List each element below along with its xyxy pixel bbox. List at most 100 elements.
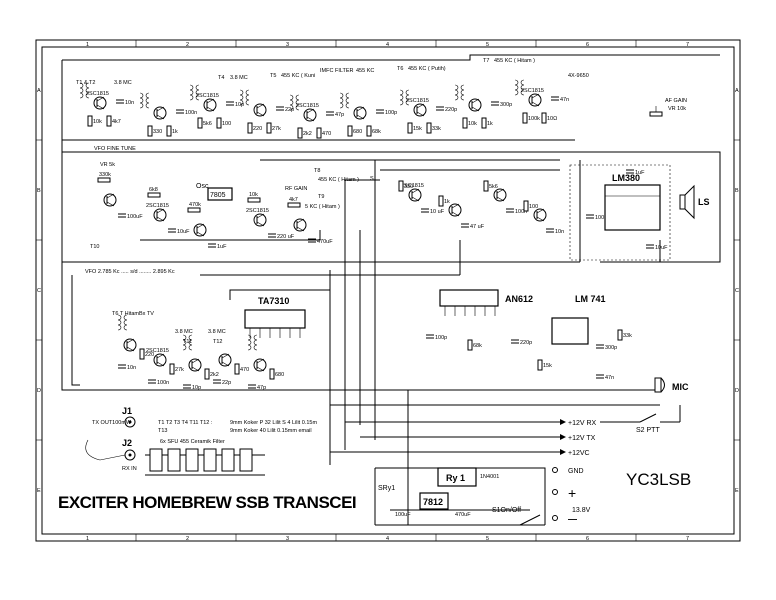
row-letter: C — [37, 288, 41, 294]
resistor — [216, 117, 222, 129]
resistor-label: 680 — [275, 372, 284, 378]
coil — [454, 84, 465, 101]
lm380-ic: LM380 — [569, 164, 671, 261]
resistor-label: 330 — [404, 184, 413, 190]
resistor-label: 330k — [99, 172, 111, 178]
callsign: YC3LSB — [626, 470, 691, 489]
mic-label: MIC — [672, 382, 689, 392]
resistor — [169, 363, 175, 375]
col-num: 5 — [486, 42, 489, 48]
resistor — [617, 329, 623, 341]
resistor-label: 4k7 — [289, 197, 298, 203]
capacitor-label: 300p — [605, 345, 617, 351]
transistor-icon — [153, 353, 167, 367]
imfc-kc-label: 455 KC — [356, 68, 374, 74]
kc455-label: 455 KC ( Putih) — [408, 66, 446, 72]
coil — [339, 92, 350, 109]
t12-label: T12 — [213, 339, 222, 345]
capacitor-label: 300p — [500, 102, 512, 108]
mc-label: 3.8 MC — [175, 329, 193, 335]
bfo-label: 5 KC ( Hitam ) — [305, 204, 340, 210]
lm741-label: LM 741 — [575, 294, 606, 304]
transistor-icon — [528, 93, 542, 107]
onoff-label: S1On/Off — [492, 507, 521, 514]
vfo-range-label: VFO 2.785 Kc ..... s/d ........ 2.895 Kc — [85, 269, 175, 275]
resistor-label: 15k — [413, 126, 422, 132]
supply-buses: +12V RX +12V TX +12VC S2 PTT — [560, 405, 681, 457]
reg-7812-label: 7812 — [423, 497, 443, 507]
resistor-label: 100k — [528, 116, 540, 122]
vfo-fine-label: VFO FINE TUNE — [94, 146, 136, 152]
speaker-label: LS — [698, 197, 710, 207]
resistor — [204, 368, 210, 380]
resistor — [287, 202, 301, 208]
af-gain-label: AF GAIN — [665, 98, 687, 104]
transistor-icon — [493, 188, 507, 202]
j1-label: J1 — [122, 406, 132, 416]
capacitor-label: 100n — [157, 380, 169, 386]
mc-label: 3.8 MC — [230, 75, 248, 81]
resistor — [266, 122, 272, 134]
volt-label: 13.8V — [572, 507, 591, 514]
af-vr-label: VR 10k — [668, 106, 686, 112]
resistor — [316, 127, 322, 139]
capacitor-label: 100n — [185, 110, 197, 116]
sry1-label: SRy1 — [378, 485, 395, 492]
capacitor-label: 47p — [335, 112, 344, 118]
resistor-label: 68k — [372, 129, 381, 135]
coil — [182, 334, 193, 351]
transistor-icon — [103, 193, 117, 207]
capacitor-label: 22p — [222, 380, 231, 386]
c100u-label: 100uF — [395, 512, 411, 518]
transistor-icon — [303, 108, 317, 122]
diode-ry-label: 1N4001 — [480, 474, 499, 480]
capacitor-label: 10n — [555, 229, 564, 235]
transistor-icon — [253, 103, 267, 117]
resistor-label: 1k — [172, 129, 178, 135]
col-num: 2 — [186, 42, 189, 48]
resistor — [106, 115, 112, 127]
connector-j1: J1 TX OUT100mW — [92, 406, 136, 428]
regulator-7805: 7805 — [207, 187, 233, 201]
capacitor-label: 220p — [520, 340, 532, 346]
transistor-label: 2SC1815 — [246, 208, 269, 214]
transistor-label: 2SC1815 — [86, 91, 109, 97]
resistor-label: 2k2 — [303, 131, 312, 137]
lm380-label: LM380 — [612, 173, 640, 183]
vc-bus-label: +12VC — [568, 450, 590, 457]
rf-gain-label: RF GAIN — [285, 186, 307, 192]
t9-label: T9 — [318, 194, 324, 200]
coil-notes: T1 T2 T3 T4 T11 T12 : 9mm Koker P 32 Lil… — [158, 420, 317, 434]
col-num: 6 — [586, 536, 589, 542]
t7-label: T7 — [483, 58, 489, 64]
t1t2-label: T1 & T2 — [76, 80, 95, 86]
resistor — [347, 125, 353, 137]
t4-label: T4 — [218, 75, 224, 81]
resistor — [297, 127, 303, 139]
coil — [289, 94, 300, 111]
transistor-icon — [293, 218, 307, 232]
resistor — [139, 348, 145, 360]
schematic-title: EXCITER HOMEBREW SSB TRANSCEI — [58, 493, 356, 512]
resistor-label: 470k — [189, 202, 201, 208]
t8-label: T8 — [314, 168, 320, 174]
resistor-label: 4k7 — [112, 119, 121, 125]
minus-label: — — [568, 514, 577, 524]
coil — [239, 89, 250, 106]
t11-label: T11 — [183, 339, 192, 345]
resistor-label: 10k — [93, 119, 102, 125]
resistor-label: 100 — [529, 204, 538, 210]
row-letter: D — [735, 388, 739, 394]
relay-label: Ry 1 — [446, 473, 465, 483]
resistor-label: 680 — [353, 129, 362, 135]
resistor — [147, 125, 153, 137]
resistor-label: 6k8 — [149, 187, 158, 193]
col-num: 7 — [686, 536, 689, 542]
transistor-label: 2SC1815 — [521, 88, 544, 94]
power-input: GND + — 13.8V S1On/Off SRy1 1N4001 100uF… — [378, 467, 591, 526]
kc455-label: 455 KC ( Hitam ) — [494, 58, 535, 64]
capacitor-label: 100uF — [595, 215, 611, 221]
row-letter: A — [37, 88, 41, 94]
